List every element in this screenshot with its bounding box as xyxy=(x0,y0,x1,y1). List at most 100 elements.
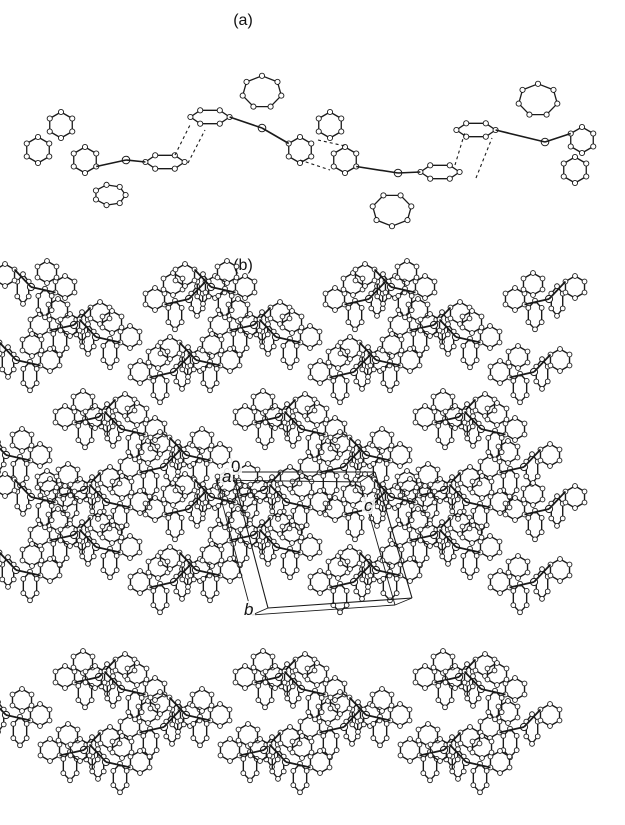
atom xyxy=(492,456,498,463)
atom xyxy=(257,498,263,504)
atom xyxy=(368,305,375,312)
atom xyxy=(449,653,456,660)
atom xyxy=(176,560,183,567)
atom xyxy=(512,437,518,443)
atom xyxy=(243,345,250,352)
atom xyxy=(92,187,99,194)
atom xyxy=(548,515,555,522)
atom xyxy=(520,485,527,492)
bond xyxy=(73,306,92,326)
atom xyxy=(245,721,251,727)
atom xyxy=(218,557,225,564)
atom xyxy=(137,510,143,516)
atom xyxy=(34,263,41,270)
atom xyxy=(393,590,400,597)
atom xyxy=(247,311,253,317)
atom xyxy=(152,675,158,681)
atom xyxy=(343,588,350,594)
atom xyxy=(163,392,170,399)
atom xyxy=(256,327,263,334)
atom xyxy=(338,115,345,122)
atom xyxy=(64,301,71,308)
atom xyxy=(205,293,212,300)
atom xyxy=(326,764,333,771)
atom xyxy=(34,473,41,480)
atom xyxy=(93,150,100,157)
atom xyxy=(154,443,161,450)
atom xyxy=(303,768,310,774)
atom xyxy=(214,274,221,281)
atom xyxy=(407,758,413,764)
atom xyxy=(161,680,168,687)
atom xyxy=(165,529,172,536)
atom xyxy=(307,374,314,381)
atom xyxy=(143,676,150,683)
atom xyxy=(134,660,140,666)
atom xyxy=(46,115,53,122)
atom xyxy=(460,343,467,349)
atom xyxy=(52,668,59,675)
atom xyxy=(178,305,185,311)
atom xyxy=(472,667,479,674)
atom xyxy=(205,503,212,510)
atom xyxy=(407,476,413,482)
atom xyxy=(422,403,428,409)
atom xyxy=(257,758,263,764)
atom xyxy=(434,726,441,733)
atom xyxy=(330,150,337,157)
atom xyxy=(272,403,278,409)
atom xyxy=(425,721,431,727)
molecule-motif xyxy=(237,308,323,371)
atom xyxy=(304,416,311,423)
atom xyxy=(5,584,11,590)
atom xyxy=(215,503,222,509)
panel-b-label: (b) xyxy=(233,257,253,274)
atom xyxy=(583,160,590,167)
atom xyxy=(226,717,233,724)
atom xyxy=(146,764,153,771)
atom xyxy=(123,508,130,514)
atom xyxy=(506,504,513,511)
atom xyxy=(157,451,163,457)
atom xyxy=(473,357,480,364)
atom xyxy=(435,697,442,704)
atom xyxy=(236,362,243,369)
atom xyxy=(469,308,475,314)
atom xyxy=(538,529,545,536)
atom xyxy=(370,576,377,583)
atom xyxy=(478,313,485,320)
ring xyxy=(369,192,415,230)
atom xyxy=(495,443,502,450)
atom xyxy=(207,316,214,323)
atom xyxy=(417,537,424,544)
atom xyxy=(415,466,422,473)
atom xyxy=(112,667,119,674)
atom xyxy=(155,575,161,581)
atom xyxy=(94,756,101,763)
atom xyxy=(127,584,134,591)
atom xyxy=(247,777,253,784)
atom xyxy=(179,576,186,583)
atom xyxy=(67,777,73,784)
atom xyxy=(317,590,323,596)
atom xyxy=(171,152,178,159)
atom xyxy=(515,575,521,581)
molecule-motif xyxy=(322,270,408,333)
atom xyxy=(27,387,33,394)
atom xyxy=(503,405,510,412)
atom xyxy=(150,392,157,399)
atom xyxy=(64,511,71,518)
atom xyxy=(57,526,64,533)
atom xyxy=(457,299,463,305)
atom xyxy=(243,555,250,562)
atom xyxy=(280,567,287,574)
atom xyxy=(397,463,403,469)
atom xyxy=(572,505,578,511)
atom xyxy=(550,86,557,93)
ring xyxy=(37,346,63,374)
atom xyxy=(431,488,438,495)
atom xyxy=(167,356,173,362)
atom xyxy=(172,277,179,284)
atom xyxy=(67,333,73,339)
